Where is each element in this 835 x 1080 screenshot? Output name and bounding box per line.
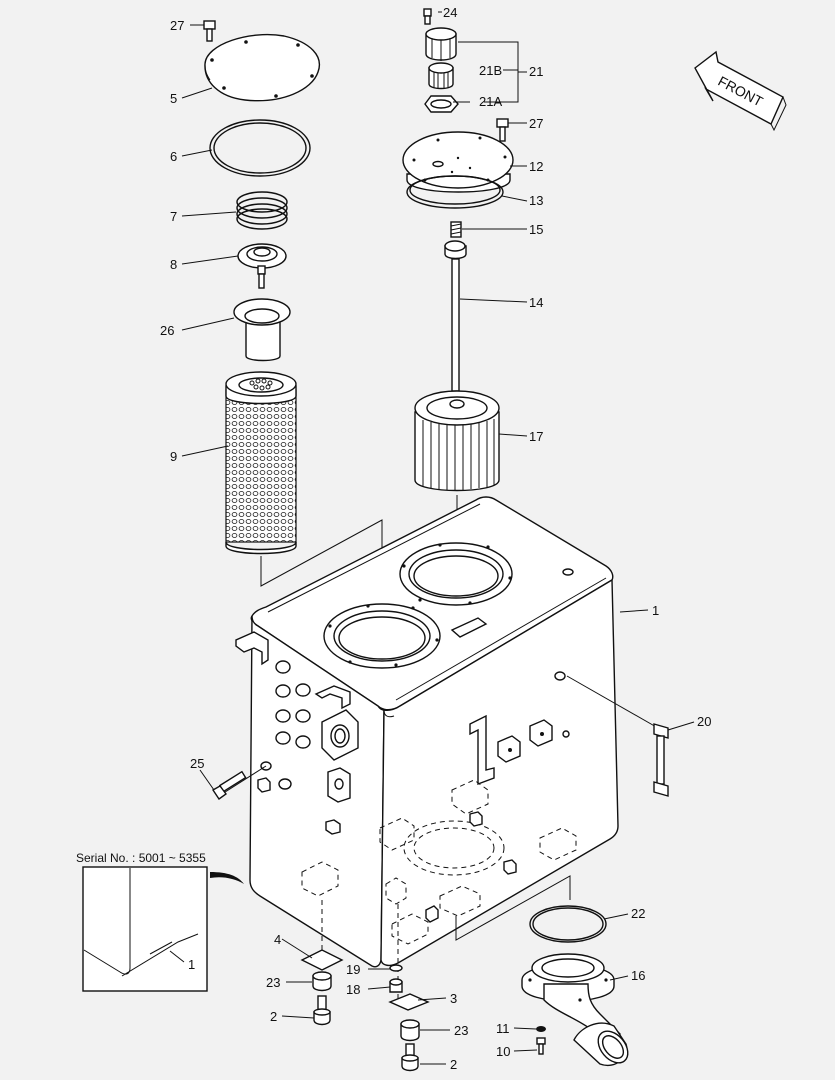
filter-sleeve-part-26 — [233, 298, 291, 362]
return-filter-element-part-9 — [225, 371, 297, 555]
spring-part-15 — [450, 221, 462, 238]
bolt-part-2-right — [401, 1043, 419, 1072]
callout-22: 22 — [631, 906, 645, 921]
collar-part-23-left — [312, 971, 332, 992]
callout-13: 13 — [529, 193, 543, 208]
o-ring-part-6 — [209, 119, 311, 177]
plug-part-18 — [389, 978, 403, 993]
callout-25: 25 — [190, 756, 204, 771]
bolt-part-2-left — [313, 995, 331, 1026]
serial-inset: Serial No. : 5001 ~ 5355 — [76, 851, 244, 992]
callout-14: 14 — [529, 295, 543, 310]
front-direction-arrow: FRONT — [694, 50, 787, 132]
flange-bolt-part-27 — [496, 118, 509, 142]
leader-lines — [169, 11, 695, 1065]
callout-23-left: 23 — [266, 975, 280, 990]
callout-15: 15 — [529, 222, 543, 237]
breather-flange-part-12 — [402, 131, 514, 193]
callout-2-left: 2 — [270, 1009, 277, 1024]
callout-1-tank: 1 — [652, 603, 659, 618]
washer-part-11 — [536, 1026, 546, 1032]
callout-16: 16 — [631, 968, 645, 983]
suction-strainer-part-17 — [414, 390, 500, 492]
o-ring-part-22 — [529, 905, 607, 943]
drain-axis — [455, 875, 571, 941]
bolt-part-24 — [423, 8, 432, 25]
plate-part-3 — [388, 993, 430, 1011]
callout-12: 12 — [529, 159, 543, 174]
callout-23-right: 23 — [454, 1023, 468, 1038]
suction-rod-part-14 — [444, 240, 467, 392]
breather-cap-part-21B — [425, 27, 457, 90]
o-ring-part-19 — [389, 964, 403, 972]
nut-part-21A — [424, 95, 459, 113]
bolt-part-10 — [536, 1037, 546, 1055]
suction-elbow-part-16 — [521, 953, 629, 1067]
callout-6: 6 — [170, 149, 177, 164]
cover-bolt-part-27 — [203, 20, 216, 42]
callout-11: 11 — [496, 1021, 510, 1036]
plate-part-4 — [300, 949, 344, 971]
callout-19: 19 — [346, 962, 360, 977]
spring-part-7 — [236, 191, 288, 230]
callout-21: 21 — [529, 64, 543, 79]
callout-21B: 21B — [479, 63, 502, 78]
bolt-part-25 — [212, 765, 267, 800]
callout-17: 17 — [529, 429, 543, 444]
callout-26: 26 — [160, 323, 174, 338]
o-ring-part-13 — [406, 175, 504, 209]
callout-4: 4 — [274, 932, 281, 947]
callout-3: 3 — [450, 991, 457, 1006]
collar-part-23-right — [400, 1019, 420, 1042]
level-gauge-link-part-20 — [566, 675, 669, 797]
callout-9: 9 — [170, 449, 177, 464]
callout-20: 20 — [697, 714, 711, 729]
callout-18: 18 — [346, 982, 360, 997]
valve-assembly-part-8 — [237, 243, 287, 289]
callout-1-inset: 1 — [188, 957, 195, 972]
callout-labels: 27 5 6 7 8 26 9 24 21B 21 21A 27 12 13 1… — [160, 5, 711, 1072]
callout-10: 10 — [496, 1044, 510, 1059]
callout-24: 24 — [443, 5, 457, 20]
callout-21A: 21A — [479, 94, 502, 109]
serial-label: Serial No. : 5001 ~ 5355 — [76, 851, 206, 865]
callout-5: 5 — [170, 91, 177, 106]
callout-2-right: 2 — [450, 1057, 457, 1072]
callout-8: 8 — [170, 257, 177, 272]
callout-27-flange-bolt: 27 — [529, 116, 543, 131]
tank-cover-part-5 — [204, 33, 321, 102]
hydraulic-tank-body-part-1 — [235, 496, 619, 968]
callout-27-cover-bolt: 27 — [170, 18, 184, 33]
callout-7: 7 — [170, 209, 177, 224]
